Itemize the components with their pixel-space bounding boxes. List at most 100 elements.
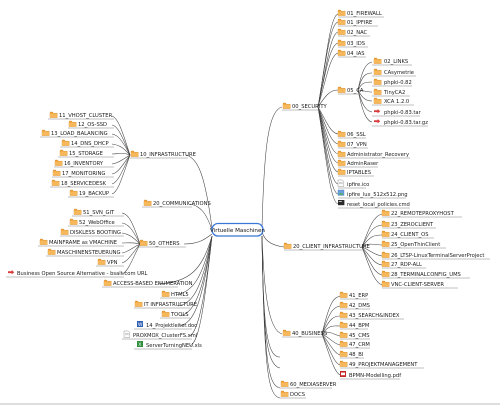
node-ids[interactable]: 03_IDS [337,39,368,48]
node-weboffice[interactable]: 52_WebOffice [68,218,124,227]
svg-text:10_INFRASTRUCTURE: 10_INFRASTRUCTURE [140,152,196,158]
node-search[interactable]: 43_SEARCH&INDEX [339,311,404,320]
node-mediaserver[interactable]: 60_MEDIASERVER [280,380,337,389]
node-others[interactable]: 50_OTHERS [138,239,186,248]
node-bi[interactable]: 48_BI [339,350,364,359]
node-ssl[interactable]: 06_SSL [337,130,366,139]
center-node[interactable]: Virtuelle Maschinen [210,222,265,237]
svg-text:02_NAC: 02_NAC [347,30,368,36]
node-client[interactable]: 20_CLIENT_INFRASTRUCTURE [283,242,370,251]
node-terminal[interactable]: 28_TERMINALCONFIG_UMS [381,270,470,279]
node-inventory[interactable]: 16_INVENTORY [54,159,114,168]
node-firewall[interactable]: 01_FIREWALL [337,9,384,18]
node-ca-asym[interactable]: CAsymetrie [372,68,416,77]
node-security[interactable]: 00_SECURITY [282,102,327,111]
svg-text:60_MEDIASERVER: 60_MEDIASERVER [290,382,337,388]
node-ltsp[interactable]: 26_LTSP-LinuxTerminalServerProject [381,251,490,260]
node-admin-recovery[interactable]: Administrator_Recovery [337,150,410,159]
node-infra[interactable]: 10_INFRASTRUCTURE [130,150,196,159]
node-mainframe[interactable]: MAINFRAME as VMACHINE [38,238,124,247]
infra-branch: 10_INFRASTRUCTURE 11_VHOST_CLUSTER 12_OS… [40,111,196,198]
node-serverturning[interactable]: ServerTurningNEU.xls [134,341,202,350]
node-zeroclient[interactable]: 23_ZEROCLIENT [381,220,436,229]
svg-text:TOOLS: TOOLS [170,312,189,318]
node-rdpall[interactable]: 27_RDP-ALL [381,260,426,269]
svg-text:48_BI: 48_BI [349,352,364,358]
svg-text:HTML5: HTML5 [171,292,189,298]
node-vpn07[interactable]: 07_VPN [337,140,368,149]
node-maschinen[interactable]: MASCHINENSTEUERUNG [46,248,124,257]
node-iptables[interactable]: IPTABLES [337,168,374,177]
svg-text:XCA 1.2.0: XCA 1.2.0 [384,99,409,105]
svg-text:49_PROJEKTMANAGEMENT: 49_PROJEKTMANAGEMENT [349,362,418,368]
node-svngit[interactable]: 51_SVN_GIT [72,208,124,217]
business-branch: 40_BUSINESS 41_ERP 42_DMS 43_SEARCH&INDE… [282,291,424,380]
svg-text:Business Open Source Alternati: Business Open Source Alternative - bsalt… [17,271,148,277]
svg-text:MASCHINENSTEUERUNG: MASCHINENSTEUERUNG [57,250,121,256]
node-access-enum[interactable]: ACCESS-BASED ENUMERATION [102,279,193,288]
node-loadbal[interactable]: 13_LOAD_BALANCING [40,129,114,138]
node-dnsdhcp[interactable]: 14_DNS_DHCP [60,139,114,148]
node-cms[interactable]: 45_CMS [339,331,370,340]
node-ipfire-png[interactable]: ipfire_lux_512x512.png [337,189,408,199]
node-monitoring[interactable]: 17_MONITORING [52,169,114,178]
node-vncclient[interactable]: VNC-CLIENT-SERVER [381,280,458,289]
node-servicedesk[interactable]: 18_SERVICEDESK [50,179,114,188]
node-ias[interactable]: 04_IAS [337,49,366,58]
svg-text:03_IDS: 03_IDS [347,41,365,47]
center-label: Virtuelle Maschinen [210,228,265,234]
node-docs[interactable]: DOCS [280,390,306,399]
node-projektmgmt[interactable]: 49_PROJEKTMANAGEMENT [339,360,424,369]
node-business[interactable]: 40_BUSINESS [282,329,327,338]
node-vhost[interactable]: 11_VHOST_CLUSTER [48,111,114,120]
node-links[interactable]: 02_LINKS [372,57,412,66]
node-crm[interactable]: 47_CRM [339,340,370,349]
svg-text:50_OTHERS: 50_OTHERS [149,241,180,247]
svg-text:23_ZEROCLIENT: 23_ZEROCLIENT [391,222,434,228]
node-xca[interactable]: XCA 1.2.0 [372,97,414,106]
svg-text:PROXMOX_ClusterFS.xml: PROXMOX_ClusterFS.xml [133,333,197,339]
svg-text:24_CLIENT_OS: 24_CLIENT_OS [391,232,429,238]
node-diskless[interactable]: DISKLESS BOOTING [60,228,124,237]
node-ipfire[interactable]: 01_IPFIRE [337,18,378,27]
node-openthinclient[interactable]: 25_OpenThinClient [381,240,446,249]
svg-text:22_REMOTEPROXYHOST: 22_REMOTEPROXYHOST [391,211,455,217]
node-phpki082[interactable]: phpki-0.82 [372,78,412,87]
node-projektleiter[interactable]: 14_Projektleiter.doc [134,321,197,330]
node-ipfire-ico[interactable]: ipfire.ico [337,179,369,189]
svg-text:Administrator_Recovery: Administrator_Recovery [347,152,409,158]
svg-text:IT INFRASTRUCTURE: IT INFRASTRUCTURE [144,302,197,308]
node-osssd[interactable]: 12_OS-SSD [68,120,114,129]
node-comms[interactable]: 20_COMMUNICATIONS [142,199,211,208]
node-bpmn[interactable]: BPMN-Modelling.pdf [340,371,401,380]
node-proxmox[interactable]: PROXMOX_ClusterFS.xml [122,330,197,340]
node-remoteproxy[interactable]: 22_REMOTEPROXYHOST [381,209,462,218]
svg-text:TinyCA2: TinyCA2 [383,90,405,96]
node-phpki083targz[interactable]: phpki-0.83.tar.gz [372,119,428,127]
node-html5[interactable]: HTML5 [160,290,190,299]
node-backup[interactable]: 19_BACKUP [68,189,114,198]
svg-text:45_CMS: 45_CMS [349,333,370,339]
svg-text:MAINFRAME as VMACHINE: MAINFRAME as VMACHINE [49,240,117,246]
node-phpki083tar[interactable]: phpki-0.83.tar [372,109,422,117]
node-it-infra[interactable]: IT INFRASTRUCTURE [134,300,197,309]
svg-text:44_BPM: 44_BPM [349,323,369,329]
node-ca[interactable]: 05_CA [337,86,364,95]
node-vpn[interactable]: VPN [96,258,124,267]
node-reset-policies[interactable]: reset_local_policies.cmd [338,200,410,209]
node-erp[interactable]: 41_ERP [339,291,368,300]
node-storage[interactable]: 15_STORAGE [58,149,114,158]
node-business-alt[interactable]: Business Open Source Alternative - bsalt… [6,270,148,278]
svg-text:06_SSL: 06_SSL [347,132,366,138]
svg-text:00_SECURITY: 00_SECURITY [292,104,327,110]
node-nac[interactable]: 02_NAC [337,28,370,37]
node-dms[interactable]: 42_DMS [339,301,370,310]
svg-text:28_TERMINALCONFIG_UMS: 28_TERMINALCONFIG_UMS [391,272,461,278]
node-adminraser[interactable]: AdminRaser [337,159,379,168]
node-tinyca2[interactable]: TinyCA2 [372,88,410,97]
node-bpm[interactable]: 44_BPM [339,321,369,330]
node-tools[interactable]: TOOLS [160,310,190,319]
node-client-os[interactable]: 24_CLIENT_OS [381,230,434,239]
svg-text:reset_local_policies.cmd: reset_local_policies.cmd [347,202,410,208]
